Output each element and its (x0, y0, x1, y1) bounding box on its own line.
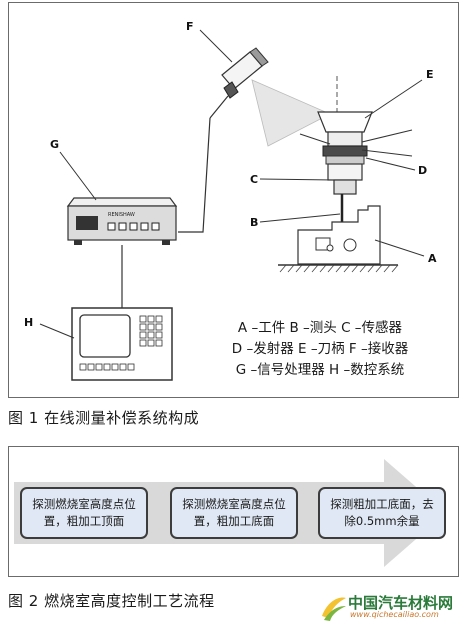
watermark-url: www.qichecailiao.com (350, 610, 439, 619)
tool-holder-e (299, 76, 413, 229)
ground-hatch (279, 264, 399, 273)
label-b: B (250, 216, 258, 229)
legend-line-3: G –信号处理器 H –数控系统 (235, 362, 405, 378)
receiver-f (209, 47, 269, 119)
label-e: E (426, 68, 434, 81)
label-c: C (250, 173, 258, 186)
process-step-3: 探测粗加工底面，去除0.5mm余量 (318, 487, 446, 539)
workpiece-a (278, 205, 398, 266)
signal-beam (251, 79, 331, 147)
process-step-2: 探测燃烧室高度点位置，粗加工底面 (170, 487, 298, 539)
process-step-1: 探测燃烧室高度点位置，粗加工顶面 (20, 487, 148, 539)
figure-1-caption: 图 1 在线测量补偿系统构成 (8, 409, 200, 427)
label-f: F (186, 20, 194, 33)
watermark-name: 中国汽车材料网 (348, 594, 454, 612)
signal-processor-g: RENISHAW (66, 197, 178, 245)
label-h: H (24, 316, 33, 329)
label-d: D (418, 164, 427, 177)
logo-swoosh-icon (322, 597, 346, 621)
label-a: A (428, 252, 437, 265)
figure-2-caption: 图 2 燃烧室高度控制工艺流程 (8, 592, 215, 610)
legend-line-1: A –工件 B –测头 C –传感器 (237, 320, 403, 336)
cnc-system-h (71, 307, 173, 381)
device-brand: RENISHAW (108, 212, 135, 218)
figure-1-legend: A –工件 B –测头 C –传感器 D –发射器 E –刀柄 F –接收器 G… (200, 318, 440, 381)
leader-lines (39, 29, 425, 339)
watermark-logo: 中国汽车材料网 www.qichecailiao.com (320, 592, 462, 622)
label-g: G (50, 138, 59, 151)
legend-line-2: D –发射器 E –刀柄 F –接收器 (231, 341, 409, 357)
cable-f-g (178, 117, 211, 233)
